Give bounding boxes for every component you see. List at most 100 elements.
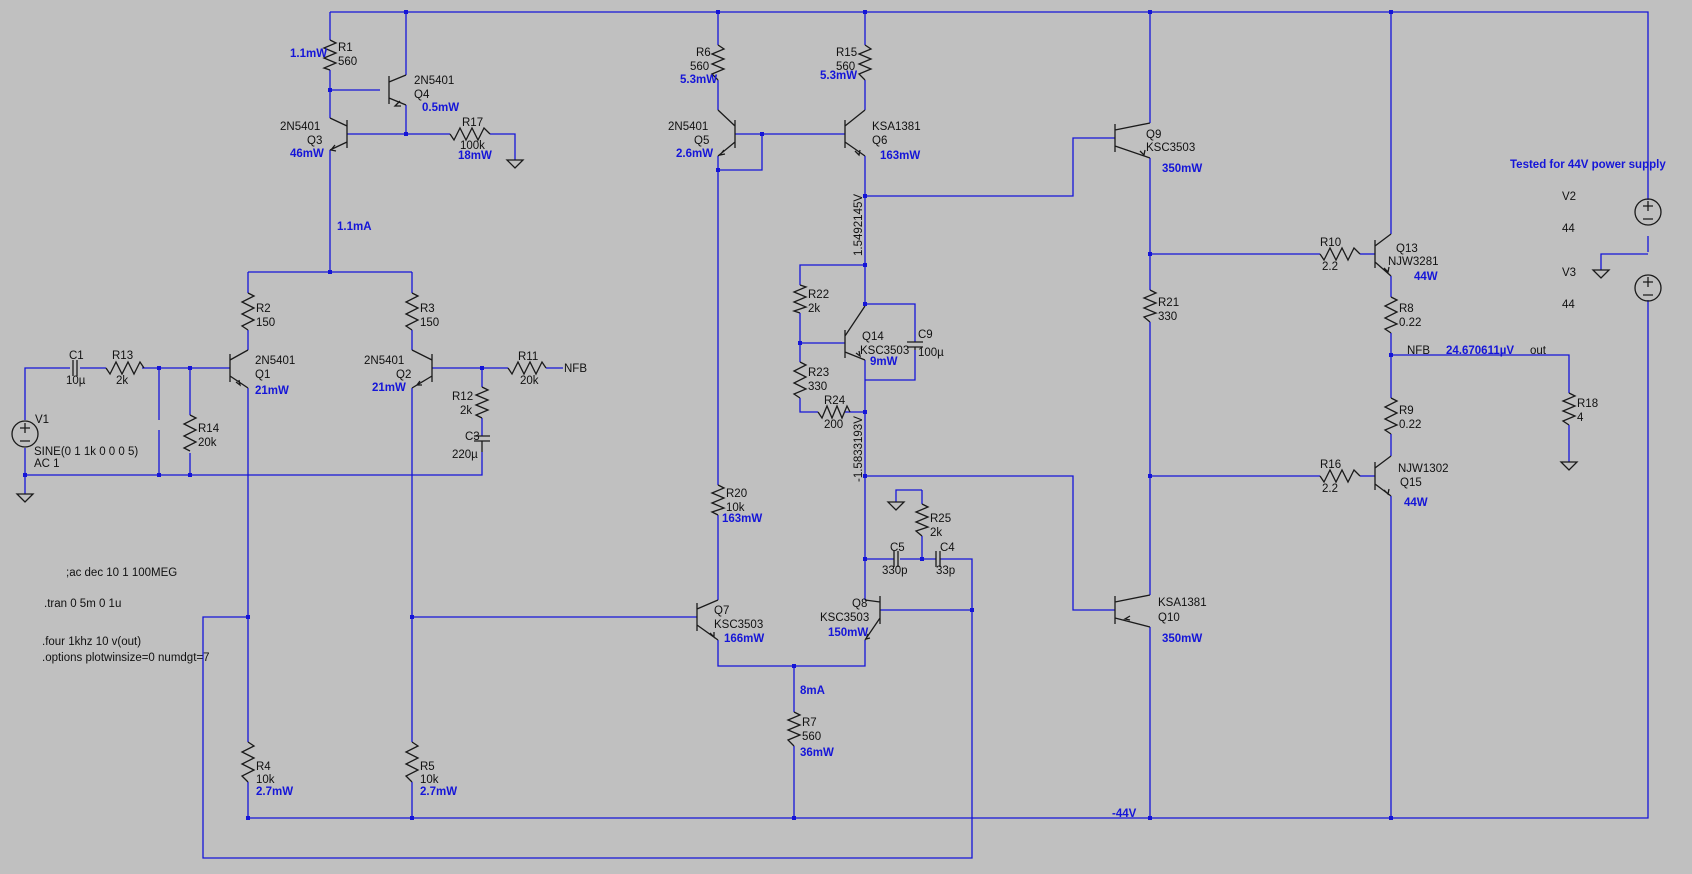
r23-name: R23	[808, 367, 829, 379]
q7-power: 166mW	[724, 633, 764, 645]
transistor-q2-symbol	[411, 349, 433, 389]
voltage-bottom: -1.5833193V	[853, 416, 865, 482]
r17-power: 18mW	[458, 150, 492, 162]
r7-name: R7	[802, 717, 817, 729]
q6-power: 163mW	[880, 150, 920, 162]
q3-name: Q3	[307, 135, 322, 147]
c4-name: C4	[940, 542, 955, 554]
resistor-r24-symbol	[817, 404, 851, 420]
transistor-q14-symbol	[844, 305, 866, 361]
q10-power: 350mW	[1162, 633, 1202, 645]
resistor-r2-symbol	[240, 292, 256, 331]
q8-model: KSC3503	[820, 612, 869, 624]
r4-name: R4	[256, 761, 271, 773]
q13-model: NJW3281	[1388, 256, 1439, 268]
q10-name: Q10	[1158, 612, 1180, 624]
voltage-sources	[11, 198, 1662, 448]
ltp-current: 1.1mA	[337, 221, 372, 233]
c1-name: C1	[69, 350, 84, 362]
transistor-q7-symbol	[696, 599, 719, 641]
r20-name: R20	[726, 488, 747, 500]
resistor-r25-symbol	[914, 503, 930, 537]
capacitor-c5-symbol	[893, 551, 899, 567]
resistor-r15-symbol	[857, 44, 873, 81]
r6-value: 560	[690, 61, 709, 73]
voltage-top: 1.5492145V	[853, 194, 865, 256]
q9-power: 350mW	[1162, 163, 1202, 175]
q1-power: 21mW	[255, 385, 289, 397]
r9-name: R9	[1399, 405, 1414, 417]
r11-value: 20k	[520, 375, 539, 387]
q2-name: Q2	[396, 369, 411, 381]
q5-model: 2N5401	[668, 121, 708, 133]
v1-name: V1	[35, 414, 49, 426]
resistors	[105, 39, 1577, 783]
r22-name: R22	[808, 289, 829, 301]
r22-value: 2k	[808, 303, 820, 315]
resistor-r11-symbol	[507, 360, 547, 376]
transistor-q8-symbol	[864, 596, 881, 641]
v1-line1: SINE(0 1 1k 0 0 0 5)	[34, 446, 138, 458]
r1-value: 560	[338, 56, 357, 68]
c5-value: 330p	[882, 565, 908, 577]
q4-power: 0.5mW	[422, 102, 459, 114]
r21-name: R21	[1158, 297, 1179, 309]
v2-name: V2	[1562, 191, 1576, 203]
r17-name: R17	[462, 117, 483, 129]
capacitor-c4-symbol	[935, 551, 941, 567]
labels: 1.1mW R1 560 2N5401 Q4 0.5mW R17 100k 18…	[34, 42, 1666, 820]
q7-name: Q7	[714, 605, 729, 617]
v2-value: 44	[1562, 223, 1575, 235]
supply-note: Tested for 44V power supply	[1510, 159, 1666, 171]
r7-value: 560	[802, 731, 821, 743]
r8-name: R8	[1399, 303, 1414, 315]
resistor-r23-symbol	[792, 361, 808, 399]
ground-icon	[15, 493, 35, 503]
junctions	[23, 10, 1393, 820]
r13-value: 2k	[116, 375, 128, 387]
c9-name: C9	[918, 329, 933, 341]
r2-name: R2	[256, 303, 271, 315]
q2-power: 21mW	[372, 382, 406, 394]
q15-power: 44W	[1404, 497, 1428, 509]
r16-value: 2.2	[1322, 483, 1338, 495]
vas-current: 8mA	[800, 685, 825, 697]
q3-model: 2N5401	[280, 121, 320, 133]
c4-value: 33p	[936, 565, 955, 577]
v3-value: 44	[1562, 299, 1575, 311]
r9-value: 0.22	[1399, 419, 1421, 431]
directive-options: .options plotwinsize=0 numdgt=7	[42, 652, 210, 664]
r15-name: R15	[836, 47, 857, 59]
r21-value: 330	[1158, 311, 1177, 323]
r3-name: R3	[420, 303, 435, 315]
r5-power: 2.7mW	[420, 786, 457, 798]
v1-line2: AC 1	[34, 458, 60, 470]
q15-name: Q15	[1400, 477, 1422, 489]
source-v3-symbol	[1634, 274, 1662, 302]
capacitor-c9-symbol	[907, 341, 923, 350]
q15-model: NJW1302	[1398, 463, 1449, 475]
resistor-r22-symbol	[791, 284, 808, 314]
r8-value: 0.22	[1399, 317, 1421, 329]
transistor-q15-symbol	[1374, 455, 1392, 497]
q5-power: 2.6mW	[676, 148, 713, 160]
c3-name: C3	[465, 431, 480, 443]
q14-name: Q14	[862, 331, 884, 343]
q14-power: 9mW	[870, 356, 898, 368]
r17-value: 100k	[460, 140, 485, 152]
source-v1-symbol	[11, 420, 39, 448]
r1-power: 1.1mW	[290, 48, 327, 60]
c3-value: 220µ	[452, 449, 478, 461]
transistors	[229, 74, 1392, 641]
c1-value: 10µ	[66, 375, 86, 387]
resistor-r6-symbol	[710, 44, 726, 81]
capacitors	[72, 341, 941, 567]
r24-name: R24	[824, 395, 846, 407]
negative-rail-label: -44V	[1112, 808, 1137, 820]
out-label: out	[1530, 345, 1547, 357]
r6-name: R6	[696, 47, 711, 59]
transistor-q3-symbol	[329, 117, 348, 152]
ground-icon	[886, 501, 906, 511]
r3-value: 150	[420, 317, 439, 329]
r15-power: 5.3mW	[820, 70, 857, 82]
